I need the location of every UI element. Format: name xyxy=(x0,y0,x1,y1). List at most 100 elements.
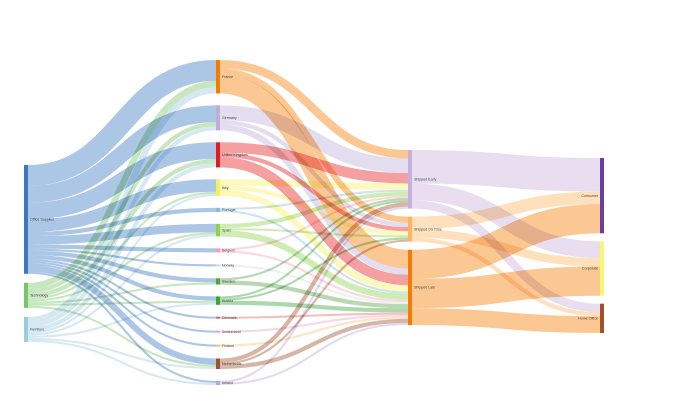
node-belgium xyxy=(216,248,220,253)
node-technology xyxy=(24,282,28,308)
link-uk-to-shipped_late xyxy=(219,156,409,286)
link-austria-to-shipped_late xyxy=(219,300,409,313)
node-label-uk: United Kingdom xyxy=(222,153,248,157)
node-label-corporate: Corporate xyxy=(582,267,598,271)
link-germany-to-shipped_on_time xyxy=(219,119,409,228)
node-sweden xyxy=(216,278,220,285)
link-spain-to-shipped_late xyxy=(219,230,409,300)
link-spain-to-shipped_early xyxy=(219,191,409,229)
link-furniture-to-spain xyxy=(27,234,217,336)
link-technology-to-spain xyxy=(27,232,217,302)
link-finland-to-shipped_late xyxy=(219,316,409,347)
node-home_office xyxy=(600,303,604,333)
link-portugal-to-shipped_early xyxy=(219,189,409,210)
node-shipped_late xyxy=(408,249,412,325)
node-label-norway: Norway xyxy=(222,264,234,268)
link-furniture-to-france xyxy=(27,87,217,324)
link-shipped_late-to-corporate xyxy=(411,266,601,309)
node-finland xyxy=(216,344,220,347)
link-italy-to-shipped_early xyxy=(219,179,409,190)
link-office_supplies-to-switzerland xyxy=(27,261,217,333)
link-netherlands-to-shipped_late xyxy=(219,318,409,369)
node-ireland xyxy=(216,380,220,385)
node-shipped_early xyxy=(408,150,412,209)
node-label-italy: Italy xyxy=(222,186,229,190)
node-label-switzerland: Switzerland xyxy=(222,330,241,334)
node-label-portugal: Portugal xyxy=(222,208,236,212)
node-label-shipped_late: Shipped Late xyxy=(414,286,435,290)
link-office_supplies-to-spain xyxy=(27,223,217,245)
node-corporate xyxy=(600,241,604,296)
node-label-home_office: Home Office xyxy=(578,317,598,321)
link-uk-to-shipped_on_time xyxy=(219,152,409,232)
node-label-denmark: Denmark xyxy=(222,316,237,320)
link-switzerland-to-shipped_late xyxy=(219,314,409,333)
link-shipped_late-to-consumer xyxy=(411,204,601,279)
link-technology-to-france xyxy=(27,80,217,290)
node-shipped_on_time xyxy=(408,216,412,242)
node-furniture xyxy=(24,316,28,342)
node-denmark xyxy=(216,316,220,319)
link-austria-to-shipped_on_time xyxy=(219,237,409,301)
node-label-shipped_early: Shipped Early xyxy=(414,177,437,181)
link-office_supplies-to-austria xyxy=(27,254,217,301)
node-spain xyxy=(216,223,220,237)
node-norway xyxy=(216,264,220,267)
link-office_supplies-to-norway xyxy=(27,248,217,267)
node-label-germany: Germany xyxy=(222,116,237,120)
node-france xyxy=(216,60,220,94)
link-furniture-to-germany xyxy=(27,126,217,328)
node-label-ireland: Ireland xyxy=(222,381,233,385)
node-label-spain: Spain xyxy=(222,228,231,232)
sankey-labels: Office SuppliesTechnologyFurnitureFrance… xyxy=(30,75,599,385)
node-label-consumer: Consumer xyxy=(581,194,598,198)
node-portugal xyxy=(216,207,220,213)
link-belgium-to-shipped_late xyxy=(219,250,409,302)
link-netherlands-to-shipped_early xyxy=(219,202,409,363)
link-technology-to-sweden xyxy=(27,282,217,304)
link-furniture-to-ireland xyxy=(27,339,217,386)
link-germany-to-shipped_early xyxy=(219,105,409,174)
node-germany xyxy=(216,105,220,131)
link-shipped_late-to-home_office xyxy=(411,308,601,334)
node-uk xyxy=(216,142,220,168)
sankey-nodes xyxy=(24,60,604,385)
node-austria xyxy=(216,296,220,305)
link-office_supplies-to-germany xyxy=(27,105,217,203)
link-furniture-to-italy xyxy=(27,193,217,334)
link-furniture-to-netherlands xyxy=(27,337,217,369)
link-austria-to-shipped_early xyxy=(219,200,409,299)
node-consumer xyxy=(600,158,604,234)
link-sweden-to-shipped_early xyxy=(219,198,409,281)
link-ireland-to-shipped_early xyxy=(219,206,409,383)
link-office_supplies-to-netherlands xyxy=(27,265,217,365)
node-label-austria: Austria xyxy=(222,299,233,303)
link-furniture-to-austria xyxy=(27,302,217,338)
link-office_supplies-to-denmark xyxy=(27,259,217,319)
node-label-belgium: Belgium xyxy=(222,249,235,253)
link-shipped_early-to-corporate xyxy=(411,183,601,259)
link-furniture-to-uk xyxy=(27,163,217,332)
node-label-office_supplies: Office Supplies xyxy=(30,218,54,222)
link-france-to-shipped_early xyxy=(219,59,409,159)
link-office_supplies-to-france xyxy=(27,59,217,186)
link-denmark-to-shipped_late xyxy=(219,312,409,319)
node-netherlands xyxy=(216,358,220,369)
node-italy xyxy=(216,179,220,196)
node-label-shipped_on_time: Shipped On Time xyxy=(414,227,442,231)
link-shipped_early-to-consumer xyxy=(411,150,601,192)
link-office_supplies-to-finland xyxy=(27,263,217,347)
link-spain-to-shipped_on_time xyxy=(219,228,409,238)
node-label-finland: Finland xyxy=(222,344,234,348)
link-belgium-to-shipped_early xyxy=(219,196,409,251)
sankey-links xyxy=(27,59,601,386)
link-shipped_on_time-to-consumer xyxy=(411,191,601,230)
link-uk-to-shipped_early xyxy=(219,142,409,184)
node-label-sweden: Sweden xyxy=(222,280,235,284)
node-switzerland xyxy=(216,330,220,333)
node-office_supplies xyxy=(24,165,28,274)
node-label-france: France xyxy=(222,75,233,79)
link-netherlands-to-shipped_on_time xyxy=(219,239,409,365)
link-technology-to-austria xyxy=(27,300,217,306)
